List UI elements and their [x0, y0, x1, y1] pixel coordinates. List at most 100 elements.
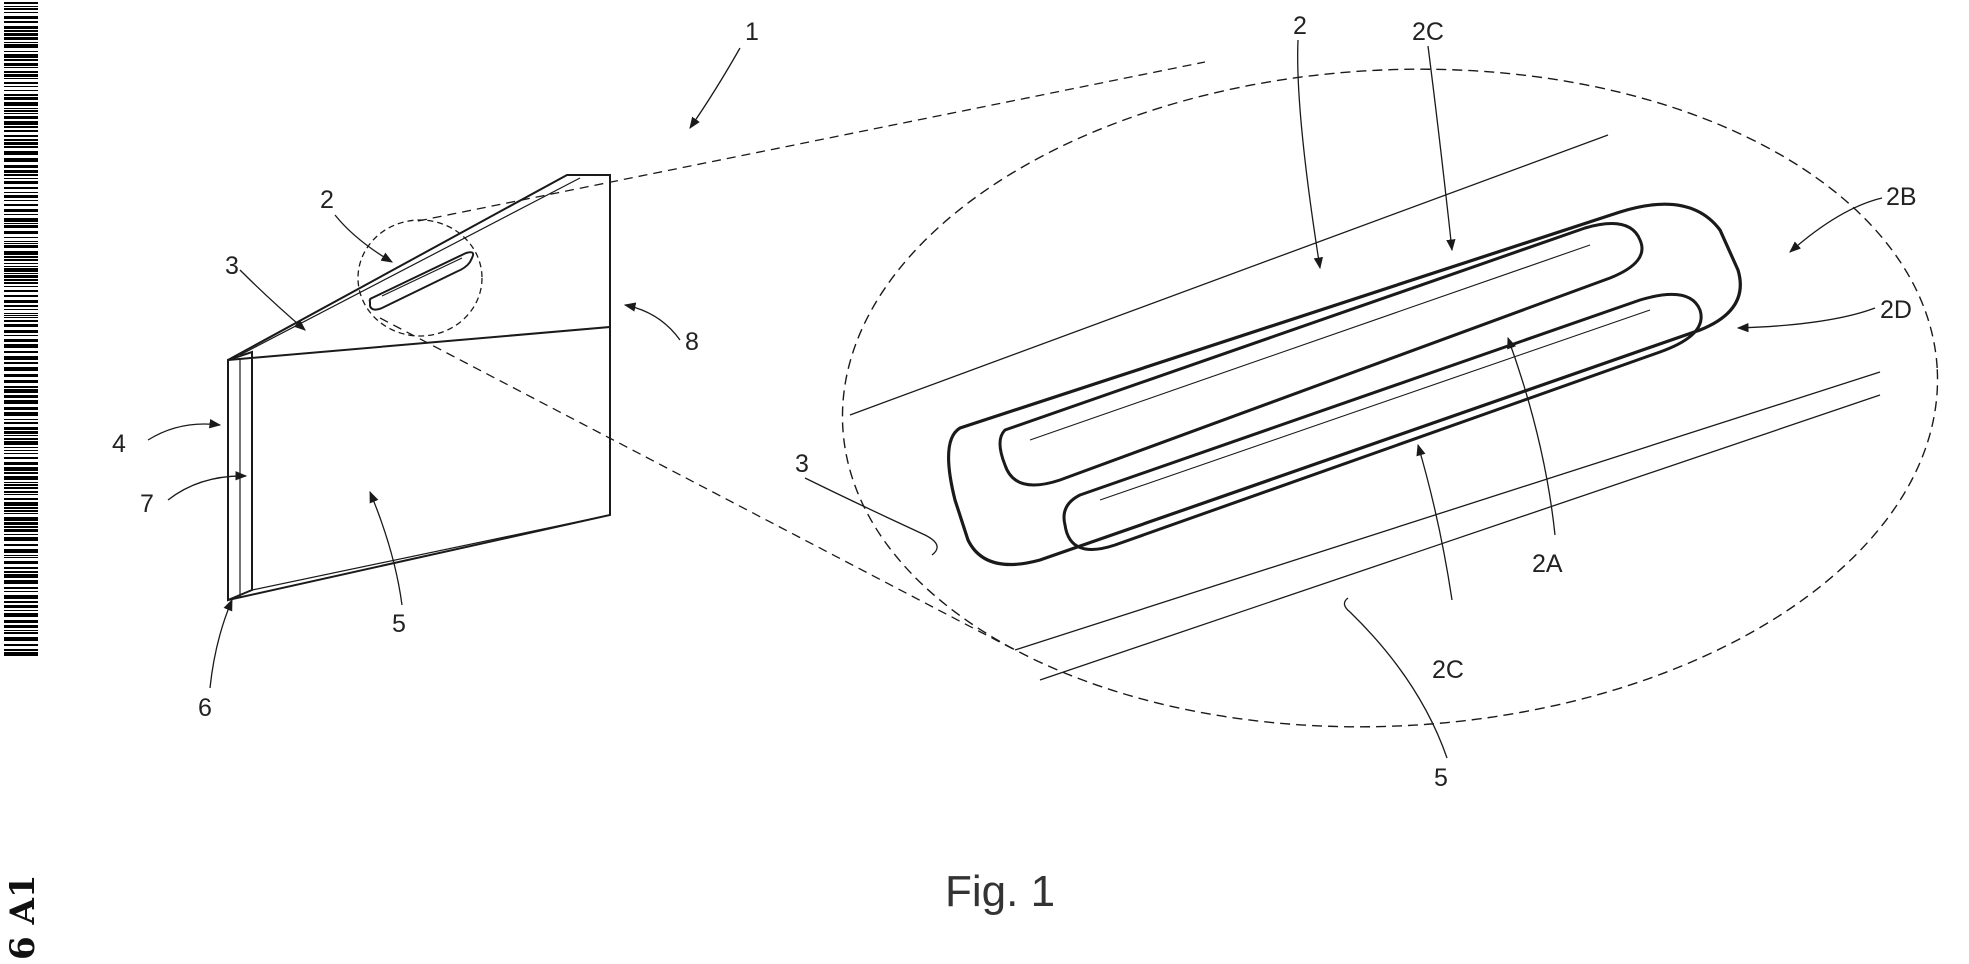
barcode-bar [4, 317, 38, 318]
barcode-bar [4, 571, 38, 573]
barcode-bar [4, 462, 38, 465]
barcode-bar [4, 44, 38, 48]
barcode-bar [4, 561, 38, 564]
barcode-bar [4, 513, 38, 514]
barcode-bar [4, 200, 38, 201]
barcode-bar [4, 507, 38, 509]
barcode-bar [4, 78, 38, 79]
label-inner-side: 7 [140, 490, 154, 518]
barcode-bar [4, 482, 38, 483]
barcode-bar [4, 158, 38, 162]
barcode-bar [4, 441, 38, 445]
barcode-bar [4, 438, 38, 440]
barcode-bar [4, 630, 38, 631]
barcode-bar [4, 395, 38, 398]
barcode-bar [4, 587, 38, 589]
barcode-bar [4, 102, 38, 106]
barcode-bar [4, 351, 38, 353]
upper-loop [1000, 224, 1642, 485]
barcode-bar [4, 256, 38, 258]
barcode-bar [4, 142, 38, 145]
barcode-bar [4, 204, 38, 206]
barcode-bar [4, 534, 38, 535]
barcode-bar [4, 591, 38, 592]
barcode-bar [4, 487, 38, 489]
barcode-bar [4, 422, 38, 424]
label-inner-channel: 2A [1532, 550, 1563, 578]
barcode-bar [4, 320, 38, 322]
barcode-bar [4, 241, 38, 242]
lower-loop [1064, 294, 1701, 549]
barcode-bar [4, 108, 38, 109]
barcode-bar [4, 450, 38, 451]
barcode-bar [4, 300, 38, 303]
barcode-bar [4, 279, 38, 281]
barcode-bar [4, 517, 38, 521]
barcode-bar [4, 113, 38, 114]
barcode-bar [4, 315, 38, 316]
barcode-bar [4, 574, 38, 578]
label-device: 1 [745, 18, 759, 46]
barcode-bar [4, 71, 38, 73]
label-back-edge: 8 [685, 328, 699, 356]
barcode-bar [4, 330, 38, 333]
labels: 1 2 3 8 4 7 5 6 2 2C 2B 2D 2A 2C 3 5 Fig… [112, 12, 1917, 916]
barcode-bar [4, 529, 38, 532]
barcode-bar [4, 305, 38, 307]
barcode-bar [4, 165, 38, 168]
barcode-bar [4, 313, 38, 314]
barcode-bar [4, 472, 38, 474]
label-top-face: 3 [225, 252, 239, 280]
label-feature-small: 2 [320, 186, 334, 214]
label-front-face: 5 [392, 610, 406, 638]
barcode-bar [4, 187, 38, 189]
barcode-bar [4, 526, 38, 528]
barcode-bar [4, 51, 38, 52]
barcode-bar [4, 259, 38, 261]
barcode-bar [4, 625, 38, 628]
barcode-bar [4, 510, 38, 512]
barcode-bar [4, 237, 38, 238]
barcode-bar [4, 26, 38, 29]
barcode-bar [4, 21, 38, 23]
barcode-bar [4, 139, 38, 141]
barcode-bar [4, 231, 38, 234]
barcode-bar [4, 151, 38, 155]
barcode-bar [4, 170, 38, 173]
barcode-bar [4, 549, 38, 553]
barcode-bar [4, 367, 38, 371]
barcode-bar [4, 427, 38, 430]
barcode-bar [4, 484, 38, 486]
barcode-bar [4, 555, 38, 556]
barcode-strip [2, 0, 40, 660]
label-detail-front-face: 5 [1434, 764, 1448, 792]
barcode-bar [4, 610, 38, 611]
barcode-bar [4, 476, 38, 480]
barcode-bar [4, 42, 38, 43]
barcode-bar [4, 121, 38, 125]
barcode-bar [4, 74, 38, 77]
barcode-bar [4, 135, 38, 137]
barcode-bar [4, 309, 38, 310]
barcode-bar [4, 54, 38, 58]
barcode-bar [4, 218, 38, 222]
barcode-bar [4, 6, 38, 7]
barcode-bar [4, 67, 38, 68]
label-bottom-edge: 6 [198, 694, 212, 722]
label-loop-end: 2B [1886, 183, 1917, 211]
barcode-bar [4, 146, 38, 148]
barcode-bar [4, 632, 38, 634]
barcode-bar [4, 374, 38, 377]
barcode-bar [4, 263, 38, 264]
barcode-bar [4, 419, 38, 420]
barcode-bar [4, 457, 38, 459]
device-box [228, 175, 610, 600]
barcode-bar [4, 273, 38, 274]
publication-code: 6 A1 [3, 874, 43, 960]
barcode-bar [4, 90, 38, 91]
barcode-bar [4, 613, 38, 617]
label-detail-feature: 2 [1293, 12, 1307, 40]
barcode-bar [4, 223, 38, 224]
barcode-bar [4, 595, 38, 599]
